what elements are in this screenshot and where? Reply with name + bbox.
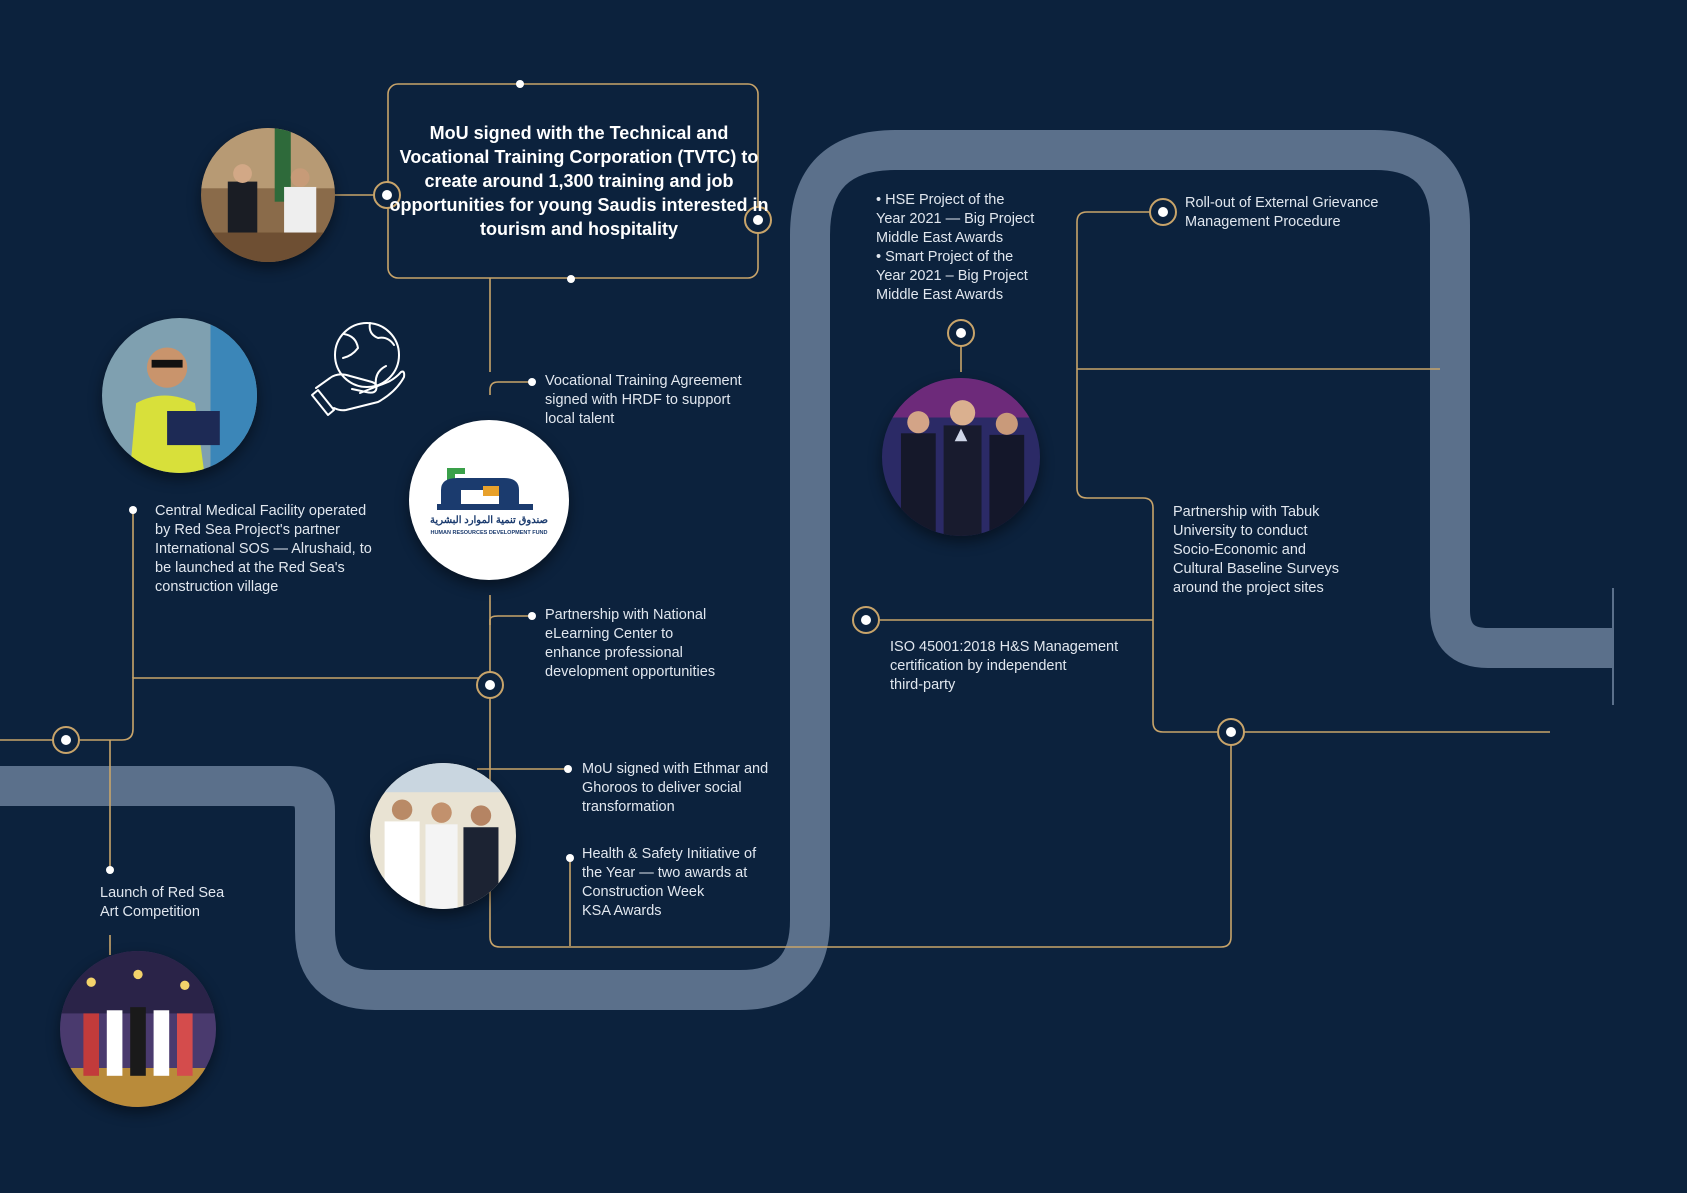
point-dots: [106, 80, 575, 874]
milestone-hse-awards: • HSE Project of the Year 2021 — Big Pro…: [876, 192, 1035, 303]
photo-art-competition: [60, 951, 216, 1107]
ring-marker: [1149, 198, 1177, 226]
ring-marker: [744, 206, 772, 234]
road-path: [0, 130, 1612, 1010]
ring-marker: [52, 726, 80, 754]
ring-marker: [852, 606, 880, 634]
hrdf-logo: صندوق تنمية الموارد البشرية HUMAN RESOUR…: [409, 420, 569, 580]
dot: [106, 866, 114, 874]
photo-mou-meeting: [201, 128, 335, 262]
milestone-grievance-procedure: Roll-out of External Grievance Managemen…: [1185, 195, 1379, 230]
photo-awards-ceremony: [882, 378, 1040, 536]
dot: [566, 854, 574, 862]
dot: [516, 80, 524, 88]
hrdf-english-name: HUMAN RESOURCES DEVELOPMENT FUND: [430, 530, 548, 536]
milestone-health-safety-award: Health & Safety Initiative of the Year —…: [582, 846, 757, 919]
ring-markers: [52, 181, 1245, 754]
milestone-vocational-training: Vocational Training Agreement signed wit…: [545, 373, 742, 427]
globe-in-hand-icon: [311, 322, 406, 416]
hrdf-arabic-name: صندوق تنمية الموارد البشرية: [430, 515, 548, 526]
milestone-elearning-partnership: Partnership with National eLearning Cent…: [545, 607, 716, 680]
ring-marker: [476, 671, 504, 699]
ring-marker: [947, 319, 975, 347]
dot: [528, 612, 536, 620]
milestone-ethmar-mou: MoU signed with Ethmar and Ghoroos to de…: [582, 761, 769, 815]
photo-ethmar-signing: [370, 763, 516, 909]
connector-lines: [0, 83, 1550, 955]
milestone-medical-facility: Central Medical Facility operated by Red…: [155, 503, 372, 595]
photo-medical-facility-worker: [102, 318, 257, 473]
dot: [567, 275, 575, 283]
milestone-tabuk-partnership: Partnership with Tabuk University to con…: [1173, 504, 1340, 596]
dot: [129, 506, 137, 514]
tvtc-headline: MoU signed with the Technical and Vocati…: [389, 123, 769, 239]
dot: [528, 378, 536, 386]
milestone-art-competition: Launch of Red Sea Art Competition: [100, 885, 225, 920]
hrdf-logo-mark: [437, 468, 533, 510]
ring-marker: [1217, 718, 1245, 746]
milestone-iso-certification: ISO 45001:2018 H&S Management certificat…: [890, 639, 1119, 693]
dot: [564, 765, 572, 773]
ring-marker: [373, 181, 401, 209]
